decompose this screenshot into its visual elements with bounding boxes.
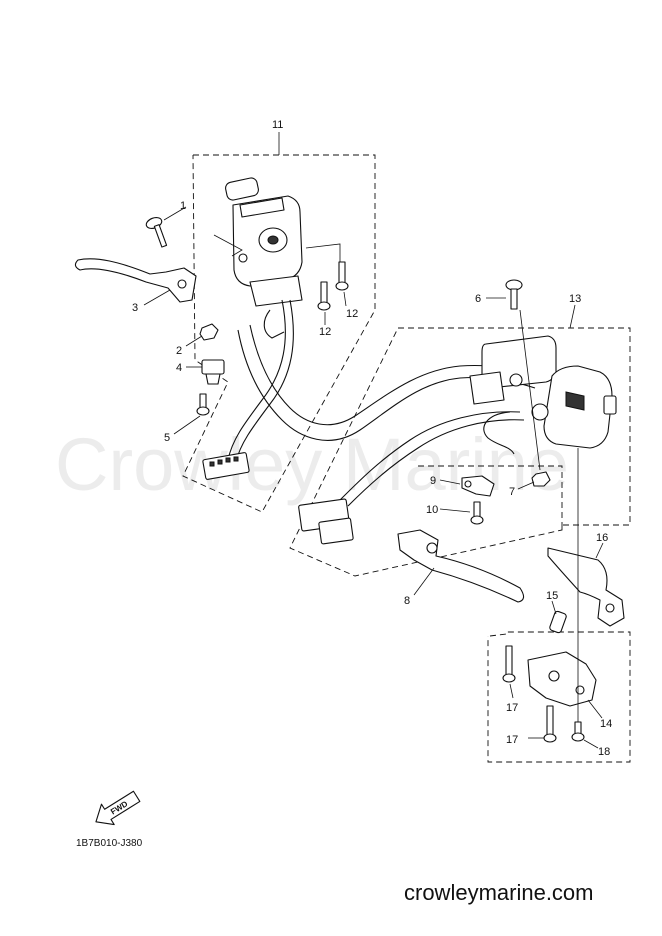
fwd-arrow-icon: FWD: [95, 790, 141, 826]
callout-12b: 12: [346, 308, 358, 320]
screw-12a: [317, 281, 331, 311]
leader-14: [587, 699, 603, 719]
bracket-14: [527, 651, 597, 707]
callout-1: 1: [180, 200, 186, 212]
assembly-14-outline: [487, 631, 631, 763]
left-wire-lead: [263, 309, 285, 339]
leader-2: [185, 335, 203, 347]
screw-12b: [335, 261, 349, 291]
leader-12-tie: [305, 243, 341, 262]
screw-17b: [543, 705, 557, 743]
lever-8-outline: [418, 465, 563, 530]
callout-10: 10: [426, 504, 438, 516]
callout-2: 2: [176, 345, 182, 357]
alignment-line-6: [519, 309, 541, 471]
callout-4: 4: [176, 362, 182, 374]
brake-switch-9: [461, 475, 495, 497]
leader-10: [439, 508, 471, 513]
callout-13: 13: [569, 293, 581, 305]
screw-6: [505, 279, 523, 310]
leader-9: [439, 479, 461, 485]
left-switch-cable: [227, 299, 286, 461]
callout-16: 16: [596, 532, 608, 544]
nut-7: [531, 471, 551, 487]
assembly-11-outline: [182, 154, 376, 513]
drawing-code: 1B7B010-J380: [76, 838, 143, 849]
leader-15: [551, 600, 557, 615]
screw-5: [196, 393, 210, 416]
leader-13: [569, 304, 576, 329]
right-switch-connector: [298, 498, 354, 545]
callout-18: 18: [598, 746, 610, 758]
leader-18: [583, 739, 599, 749]
watermark-text: Crowley Marine: [55, 423, 569, 506]
callout-17b: 17: [506, 734, 518, 746]
leader-11-tie: [213, 234, 243, 257]
leader-16: [595, 542, 604, 559]
left-switch-housing: [225, 177, 303, 307]
leader-17a: [509, 683, 514, 699]
master-cylinder: [469, 335, 557, 405]
callout-5: 5: [164, 432, 170, 444]
leader-3: [143, 289, 171, 306]
callout-12a: 12: [319, 326, 331, 338]
leader-5: [173, 415, 201, 435]
callout-3: 3: [132, 302, 138, 314]
screw-18: [571, 721, 585, 742]
callout-7: 7: [509, 486, 515, 498]
site-url: crowleymarine.com: [404, 880, 594, 905]
assembly-13-outline: [289, 327, 631, 577]
right-switch-housing: [531, 365, 617, 449]
leader-8: [413, 567, 435, 596]
screw-1: [145, 217, 168, 248]
callout-14: 14: [600, 718, 612, 730]
clutch-lever-3: [74, 258, 197, 303]
switch-4: [201, 359, 225, 385]
leader-1: [163, 206, 187, 221]
brake-switch-wire: [483, 411, 515, 455]
callout-6: 6: [475, 293, 481, 305]
leader-12b: [343, 291, 347, 307]
callout-15: 15: [546, 590, 558, 602]
callout-17a: 17: [506, 702, 518, 714]
callout-11: 11: [272, 119, 283, 131]
lever-16: [547, 547, 625, 627]
brake-lever-8: [397, 529, 525, 603]
callout-8: 8: [404, 595, 410, 607]
right-switch-cable: [339, 411, 521, 501]
pin-15: [549, 610, 567, 634]
callout-9: 9: [430, 475, 436, 487]
left-switch-connector: [202, 452, 250, 480]
leader-7: [517, 481, 535, 490]
screw-17a: [502, 645, 516, 683]
screw-10: [470, 501, 484, 525]
left-switch-cable-inner: [235, 299, 294, 463]
nut-2: [199, 323, 219, 341]
right-switch-cable-inner: [347, 419, 525, 507]
